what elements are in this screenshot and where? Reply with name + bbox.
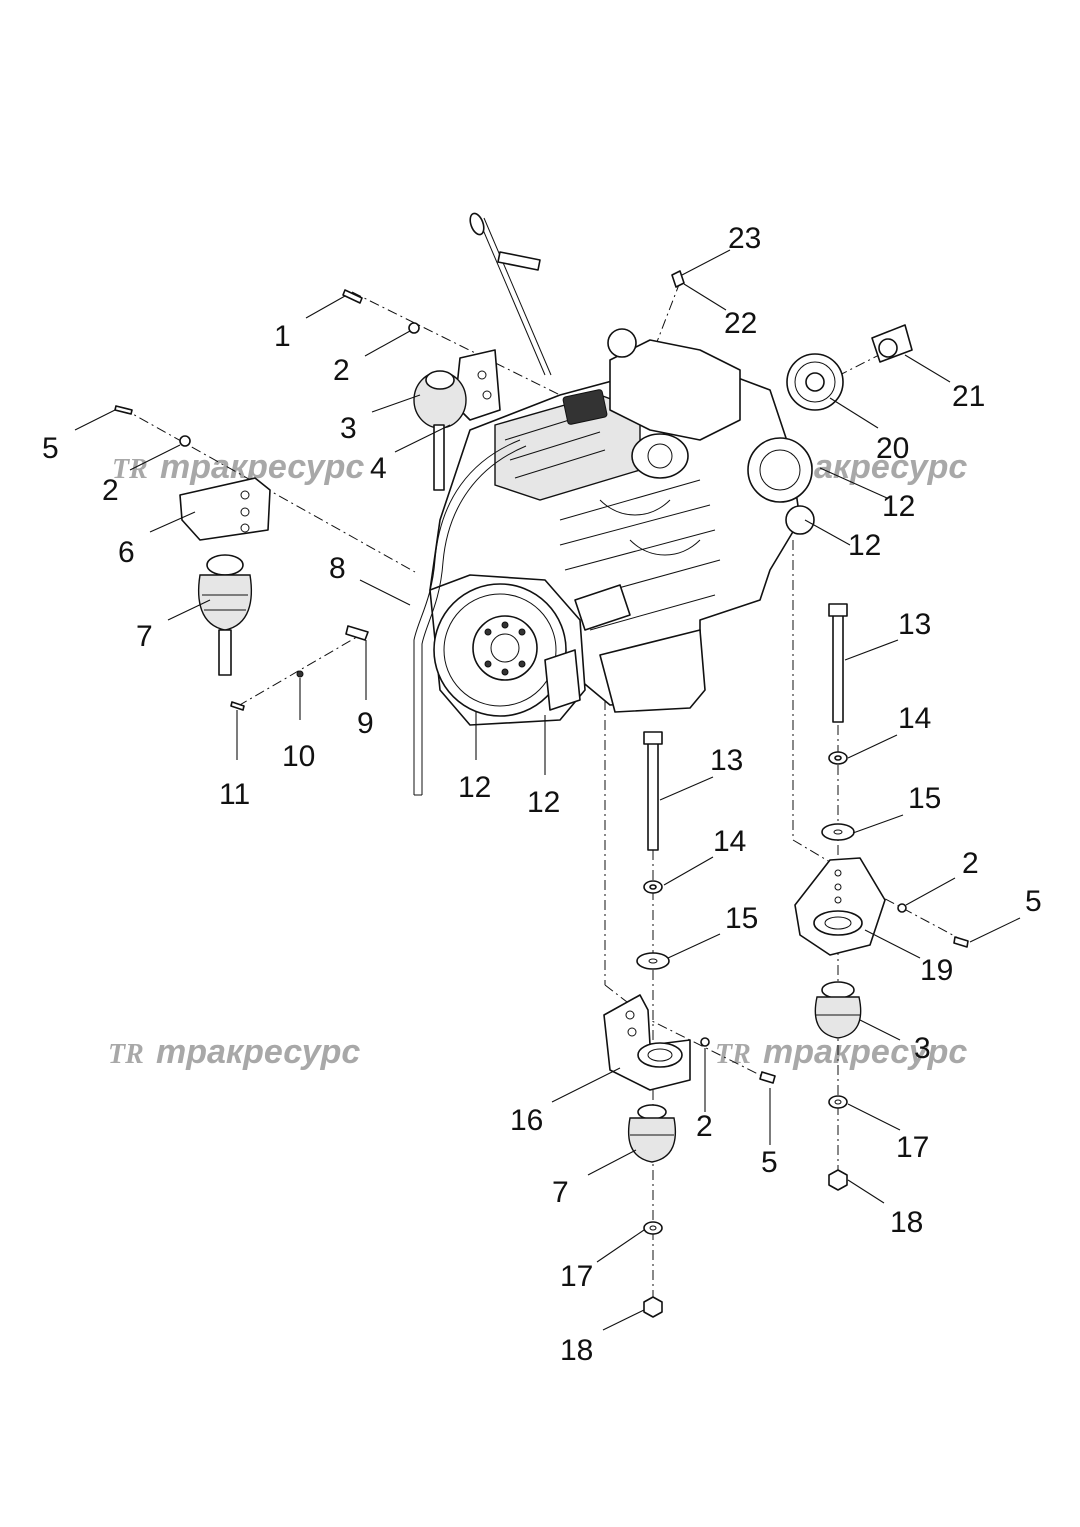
callout-5: 5 (42, 432, 59, 465)
watermark-bottom-left: TR тракресурс (108, 1033, 360, 1071)
watermark-text: тракресурс (160, 448, 364, 486)
callout-17: 17 (560, 1260, 593, 1293)
callout-15: 15 (725, 902, 758, 935)
callout-15: 15 (908, 782, 941, 815)
callout-13: 13 (710, 744, 743, 777)
callout-3: 3 (914, 1032, 931, 1065)
right-mount-stack (794, 603, 969, 1191)
callout-23: 23 (728, 222, 761, 255)
callout-labels: 1 2 3 4 5 2 6 7 8 9 10 11 12 12 12 12 13… (42, 222, 1042, 1367)
callout-7: 7 (552, 1176, 569, 1209)
hose-clip-group (230, 625, 369, 711)
callout-11: 11 (219, 778, 250, 811)
watermark-text: тракресурс (763, 1033, 967, 1071)
callout-10: 10 (282, 740, 315, 773)
callout-12: 12 (882, 490, 915, 523)
callout-21: 21 (952, 380, 985, 413)
callout-12: 12 (458, 771, 491, 804)
callout-19: 19 (920, 954, 953, 987)
callout-18: 18 (890, 1206, 923, 1239)
left-mount-upper (342, 289, 501, 491)
callout-1: 1 (274, 320, 291, 353)
callout-22: 22 (724, 307, 757, 340)
callout-8: 8 (329, 552, 346, 585)
callout-16: 16 (510, 1104, 543, 1137)
callout-20: 20 (876, 432, 909, 465)
callout-12: 12 (848, 529, 881, 562)
callout-17: 17 (896, 1131, 929, 1164)
callout-9: 9 (357, 707, 374, 740)
callout-14: 14 (713, 825, 746, 858)
callout-4: 4 (370, 452, 387, 485)
callout-6: 6 (118, 536, 135, 569)
callout-7: 7 (136, 620, 153, 653)
callout-12: 12 (527, 786, 560, 819)
callout-5: 5 (761, 1146, 778, 1179)
watermark-text: тракресурс (156, 1033, 360, 1071)
watermark-bottom-right: TR тракресурс (715, 1033, 967, 1071)
engine-assembly (413, 212, 815, 796)
callout-2: 2 (962, 847, 979, 880)
callout-2: 2 (696, 1110, 713, 1143)
watermark-top-left: TR тракресурс (112, 448, 364, 486)
callout-14: 14 (898, 702, 931, 735)
leader-lines (74, 249, 1021, 1331)
callout-2: 2 (102, 474, 119, 507)
left-mount-lower (114, 405, 271, 676)
callout-2: 2 (333, 354, 350, 387)
watermark-logo: TR (715, 1039, 751, 1070)
callout-3: 3 (340, 412, 357, 445)
centre-mount-stack (603, 731, 776, 1318)
callout-13: 13 (898, 608, 931, 641)
callout-5: 5 (1025, 885, 1042, 918)
watermark-logo: TR (108, 1039, 144, 1070)
pulley-and-damper (671, 270, 913, 411)
callout-18: 18 (560, 1334, 593, 1367)
